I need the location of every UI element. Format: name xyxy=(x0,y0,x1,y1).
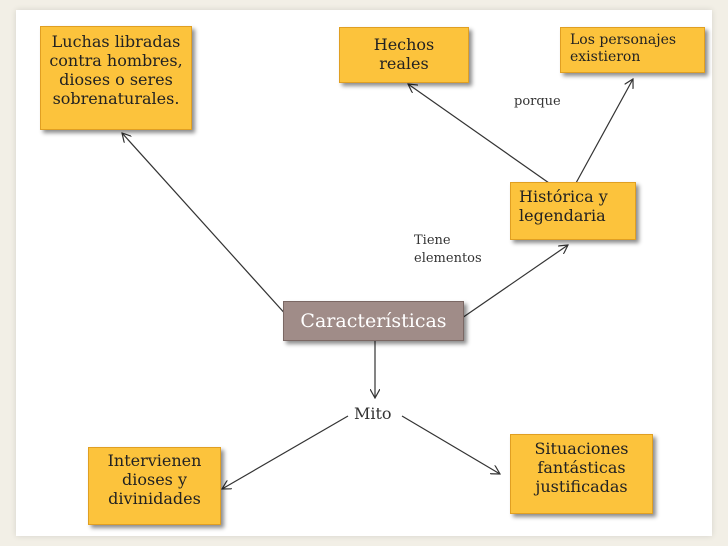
node-hechos: Hechos reales xyxy=(339,27,469,83)
node-mito: Mito xyxy=(350,404,396,423)
node-luchas: Luchas libradas contra hombres, dioses o… xyxy=(40,26,192,130)
node-caracteristicas: Características xyxy=(283,301,464,341)
arrow-mito-to-intervienen xyxy=(222,415,349,489)
label-porque: porque xyxy=(514,94,561,109)
arrow-caracteristicas-to-luchas xyxy=(122,133,289,318)
arrow-historica-to-hechos xyxy=(408,84,550,184)
node-personajes: Los personajes existieron xyxy=(560,27,705,73)
arrow-mito-to-situaciones xyxy=(401,415,500,474)
arrow-caracteristicas-to-historica xyxy=(461,245,568,319)
node-intervienen: Intervienen dioses y divinidades xyxy=(88,447,221,525)
node-historica: Histórica y legendaria xyxy=(510,182,636,240)
node-situaciones: Situaciones fantásticas justificadas xyxy=(510,434,653,514)
arrow-historica-to-personajes xyxy=(575,79,633,184)
label-tiene-elementos: Tiene elementos xyxy=(414,233,482,267)
